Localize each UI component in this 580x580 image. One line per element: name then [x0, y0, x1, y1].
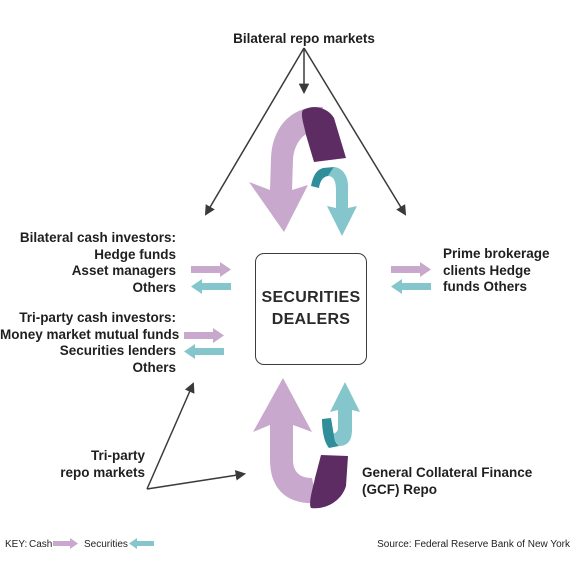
top-securities-flow-arrow: [327, 167, 357, 236]
triparty-repo-markets-label: Tri-party repo markets: [60, 448, 145, 480]
bottom-circular-flow: [253, 378, 360, 509]
triparty-cash-investors-label: Tri-party cash investors: Money market m…: [0, 310, 180, 375]
bilateral-repo-markets-label: Bilateral repo markets: [233, 31, 375, 46]
bilateral-cash-arrow: [191, 262, 231, 277]
top-securities-flow-tail: [311, 167, 334, 188]
triparty-cash-arrow: [184, 328, 224, 343]
triparty-securities-arrow: [184, 344, 224, 359]
bottom-securities-flow-tail: [322, 418, 339, 448]
bilateral-side-arrows: [191, 262, 231, 294]
bilateral-connector-lines: [204, 47, 407, 216]
triparty-connector-lines: [146, 382, 247, 490]
source-note: Source: Federal Reserve Bank of New York: [377, 539, 570, 550]
top-cash-flow-arrow: [249, 106, 323, 232]
top-cash-flow-tail: [301, 107, 346, 162]
prime-brokerage-arrows: [391, 262, 431, 294]
prime-securities-arrow: [391, 279, 431, 294]
dealers-line-1: SECURITIES: [261, 289, 361, 306]
key-cash-label: Cash: [29, 539, 53, 550]
prime-brokerage-label: Prime brokerage clients Hedge funds Othe…: [443, 246, 550, 294]
dealers-line-2: DEALERS: [271, 311, 351, 328]
triparty-side-arrows: [184, 328, 224, 359]
bilateral-cash-investors-label: Bilateral cash investors: Hedge funds As…: [19, 230, 176, 295]
key-cash-arrow: [53, 538, 78, 549]
bottom-cash-flow-arrow: [253, 378, 317, 504]
key-title: KEY:: [5, 539, 28, 550]
gcf-repo-label: General Collateral Finance (GCF) Repo: [362, 465, 533, 497]
securities-dealers-box: SECURITIES DEALERS: [255, 253, 367, 365]
prime-cash-arrow: [391, 262, 431, 277]
key-securities-arrow: [129, 538, 154, 549]
bottom-cash-flow-tail: [310, 455, 348, 509]
bilateral-securities-arrow: [191, 279, 231, 294]
key-securities-label: Securities: [84, 539, 128, 550]
bottom-securities-flow-arrow: [330, 382, 360, 446]
top-circular-flow: [249, 106, 357, 236]
